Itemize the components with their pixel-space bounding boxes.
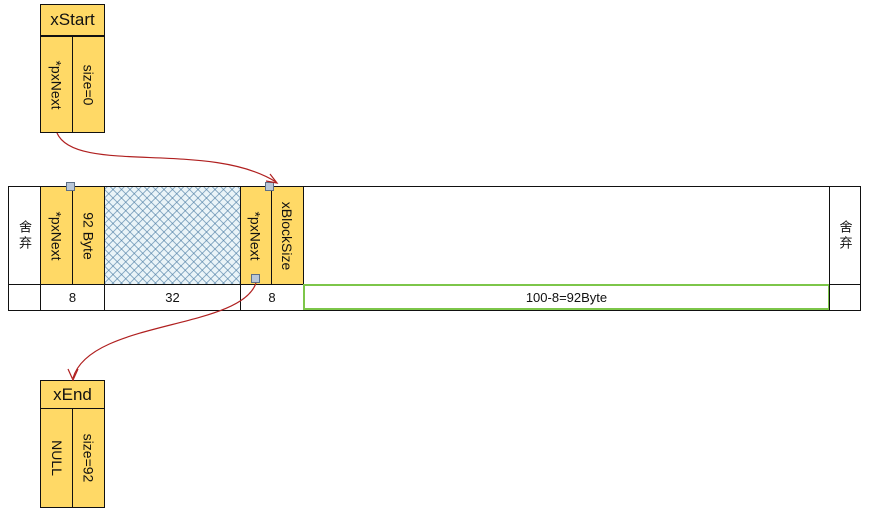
xstart-pxnext-cell: *pxNext [40,36,73,133]
block2-entry-handle [265,182,274,191]
xend-ptr-cell: NULL [40,408,73,508]
row-discard-left [8,284,41,311]
block1-size-label: 92 Byte [80,211,97,260]
discard-right-cell: 舍弃 [829,186,861,285]
discard-right-label: 舍弃 [837,219,853,252]
block1-pointer-handle [66,182,75,191]
used-memory-area [104,186,241,285]
xstart-size-label: size=0 [80,64,97,105]
row-used-size: 32 [104,284,241,311]
block2-size-label: xBlockSize [279,201,296,270]
discard-left-label: 舍弃 [17,219,32,252]
xend-ptr-label: NULL [48,440,65,476]
block2-pxnext-cell: *pxNext [240,186,272,285]
discard-left-cell: 舍弃 [8,186,41,285]
xstart-title: xStart [40,4,105,36]
xend-size-label: size=92 [80,433,97,483]
xend-title: xEnd [40,380,105,409]
xstart-to-block2-arrow [56,132,277,183]
block2-pxnext-label: *pxNext [248,210,264,261]
xstart-size-cell: size=0 [72,36,105,133]
row-block2-size: 8 [240,284,304,311]
row-free-size: 100-8=92Byte [303,284,830,310]
xend-size-cell: size=92 [72,408,105,508]
block1-pxnext-label: *pxNext [48,210,65,261]
row-block1-size: 8 [40,284,105,311]
block2-pointer-handle [251,274,260,283]
xstart-pxnext-label: *pxNext [48,59,65,110]
block2-to-xend-arrowhead [67,368,79,382]
block1-size-cell: 92 Byte [72,186,105,285]
block1-pxnext-cell: *pxNext [40,186,73,285]
row-discard-right [829,284,861,311]
block2-size-cell: xBlockSize [271,186,304,285]
free-memory-area [303,186,830,285]
